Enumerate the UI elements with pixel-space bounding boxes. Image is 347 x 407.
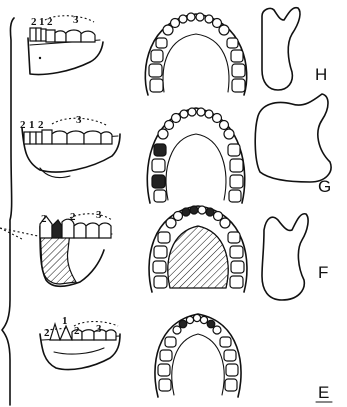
row-h-label-1: 2 [31,16,37,28]
row-f-letter: F [318,263,328,282]
row-g-label-4: 3 [76,114,82,126]
row-h-label-3: 2 [47,16,53,28]
row-h-arch [145,13,246,95]
row-e-label-2: 2 [44,327,50,339]
row-f-label-1: 2 [41,213,47,225]
row-h-ramus [262,8,300,90]
row-f: 2 2 3 F [0,206,328,300]
row-f-label-3: 3 [96,209,102,221]
row-g-arch [147,108,244,203]
row-e-label-3: 2 [74,325,80,337]
row-e: 1 2 2 3 E [40,314,332,402]
row-h-label-4: 3 [73,14,79,26]
row-g-label-1: 2 [20,119,26,131]
bracket [0,18,24,405]
row-e-label-4: 3 [96,323,102,335]
row-g-label-2: 1 [29,119,35,131]
row-e-side-view [40,322,120,370]
row-f-arch [149,206,247,292]
row-f-side-view [0,214,112,287]
row-f-ramus [262,214,308,300]
row-h-label-2: 1 [39,16,45,28]
row-g: 2 1 2 3 G [20,94,331,203]
row-e-label-1: 1 [62,315,68,327]
row-f-label-2: 2 [70,211,76,223]
row-g-label-3: 2 [38,119,44,131]
row-h-letter: H [315,65,327,84]
row-g-teeth [152,108,243,202]
row-e-teeth [158,314,238,391]
row-e-letter: E [318,383,329,402]
row-g-letter: G [318,177,331,196]
row-g-ramus [255,94,331,182]
row-g-side-view [22,118,120,177]
row-h: 2 1 2 3 H [28,8,327,95]
row-e-arch [155,314,241,397]
